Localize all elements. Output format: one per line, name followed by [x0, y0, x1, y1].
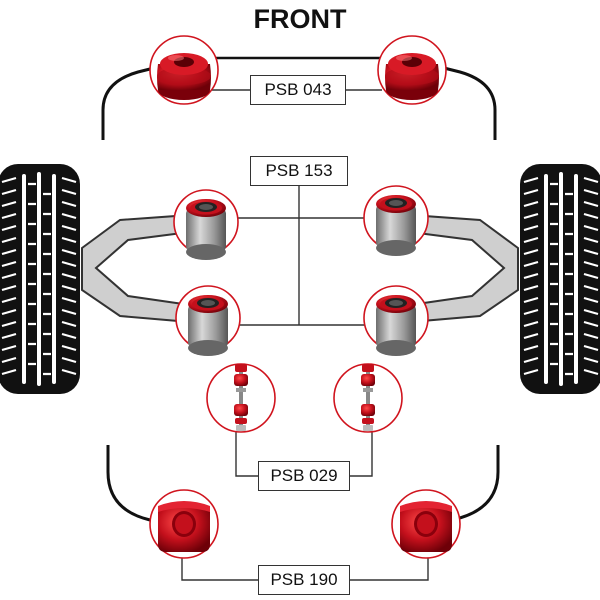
leader-lines — [181, 89, 429, 581]
anti-roll-bush-right — [391, 489, 461, 559]
outline-top-left — [101, 64, 163, 140]
label-drop-links: PSB 029 — [258, 461, 350, 491]
anti-roll-bush-left — [149, 489, 219, 559]
arm-bush-upper-left — [173, 189, 239, 260]
diagram-title: FRONT — [253, 4, 347, 34]
drop-link-left — [206, 363, 276, 433]
drop-link-right — [333, 363, 403, 433]
outline-bottom-left — [106, 445, 151, 522]
label-top-mounts: PSB 043 — [250, 75, 346, 105]
tyre-left — [0, 162, 82, 396]
tyre-right — [518, 162, 600, 396]
label-anti-roll-bushes: PSB 190 — [258, 565, 350, 595]
arm-bush-lower-left — [175, 285, 241, 356]
outline-bottom-right — [451, 445, 500, 522]
wishbone-left — [81, 213, 191, 324]
body-outline — [101, 64, 500, 522]
top-mount-right — [377, 35, 447, 105]
label-arm-bushes: PSB 153 — [250, 156, 348, 186]
outline-top-right — [435, 64, 497, 140]
arm-bush-lower-right — [363, 285, 429, 356]
arm-bush-upper-right — [363, 185, 429, 256]
top-mount-left — [149, 35, 219, 105]
